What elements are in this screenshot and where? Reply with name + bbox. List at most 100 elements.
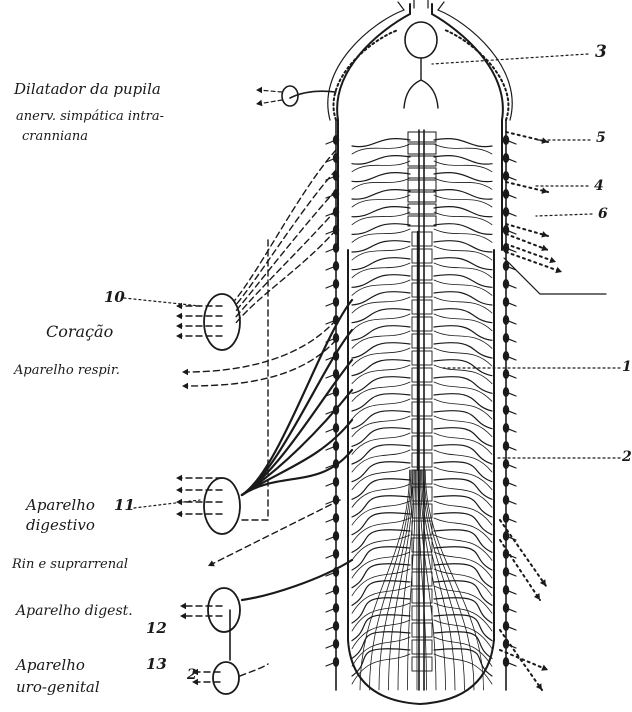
- thoracolumbar-vertebra: [412, 453, 432, 467]
- cranial-left-wall: [337, 4, 410, 120]
- dashed-renal-fiber: [212, 500, 340, 564]
- leader-upper-chain: [504, 258, 606, 294]
- cauda-equina-strand: [425, 470, 483, 690]
- thoracolumbar-vertebra: [412, 300, 432, 314]
- lower-right-arrow: [541, 665, 548, 671]
- respiratory-arrow: [182, 369, 188, 376]
- left-nerve-loop-2: [352, 399, 410, 419]
- left-nerve-loop: [352, 445, 410, 464]
- right-nerve-loop-2: [434, 178, 492, 189]
- label-number-13: 13: [146, 657, 167, 672]
- label-uro-genital: uro-genital: [16, 680, 100, 695]
- right-nerve-loop: [434, 343, 492, 358]
- cervical-vertebra: [408, 156, 436, 166]
- left-nerve-loop-2: [352, 144, 410, 154]
- right-dotted-fiber: [506, 244, 556, 262]
- cervical-vertebra: [408, 144, 436, 154]
- label-number-4: 4: [594, 179, 604, 193]
- digestive-output-arrow: [176, 475, 182, 482]
- label-number-5: 5: [596, 131, 606, 145]
- right-nerve-loop-2: [434, 552, 492, 578]
- right-nerve-loop-2: [434, 161, 492, 172]
- right-dotted-fiber: [506, 132, 548, 142]
- right-nerve-loop-2: [434, 382, 492, 401]
- dashed-visceral-fibers: [176, 150, 340, 685]
- thoracolumbar-vertebra: [412, 368, 432, 382]
- dashed-cardiac-fiber: [235, 150, 336, 300]
- label-number-1: 1: [622, 360, 632, 374]
- cervical-vertebra: [408, 132, 436, 142]
- prevertebral-ganglia: [204, 294, 240, 694]
- right-dotted-fiber: [506, 182, 548, 192]
- dashed-cardiac-fiber: [235, 210, 336, 318]
- left-nerve-loop-2: [352, 433, 410, 454]
- spinal-nerve-loops: [352, 139, 492, 690]
- dashed-respiratory-fiber: [186, 340, 336, 386]
- label-coracao: Coração: [46, 324, 113, 340]
- label-number-11: 11: [114, 498, 135, 513]
- cranial-chain-right: [445, 30, 508, 120]
- right-nerve-loop: [434, 292, 492, 305]
- left-nerve-loop: [352, 411, 410, 429]
- dashed-cardiac-fiber: [235, 170, 336, 306]
- right-nerve-loop-2: [434, 314, 492, 331]
- right-nerve-loop: [434, 428, 492, 447]
- cardiac-plexus-ganglion: [204, 294, 240, 350]
- right-nerve-loop-2: [434, 229, 492, 242]
- thoracolumbar-vertebra: [412, 606, 432, 620]
- right-nerve-loop-2: [434, 195, 492, 207]
- vertebrae-segments: [408, 132, 436, 671]
- label-aparelho-digest: Aparelho digest.: [16, 604, 133, 618]
- label-number-10: 10: [104, 290, 125, 305]
- thoracolumbar-vertebra: [412, 402, 432, 416]
- right-nerve-loop-2: [434, 144, 492, 154]
- left-nerve-loop-2: [352, 314, 410, 331]
- digest2-arrow: [180, 613, 186, 620]
- thoracolumbar-vertebra: [412, 249, 432, 263]
- right-nerve-loop-2: [434, 331, 492, 348]
- cardiac-output-arrow: [176, 333, 182, 340]
- left-nerve-loop: [352, 309, 410, 323]
- label-nerv-simpatica: anerv. simpática intra-: [16, 110, 164, 123]
- thoracolumbar-vertebra: [412, 623, 432, 637]
- left-nerve-loop-2: [352, 416, 410, 437]
- cervical-vertebra: [408, 204, 436, 214]
- right-nerve-loop-2: [434, 433, 492, 454]
- left-nerve-loop: [352, 156, 410, 164]
- left-nerve-loop: [352, 224, 410, 235]
- brainstem-fibers: [404, 58, 438, 108]
- cardiac-output-arrow: [176, 323, 182, 330]
- digestive-output-arrow: [176, 487, 182, 494]
- label-aparelho-uro: Aparelho: [16, 658, 85, 673]
- right-nerve-loop: [434, 241, 492, 252]
- right-nerve-loop-2: [434, 450, 492, 472]
- hypogastric-ganglion: [213, 662, 239, 694]
- thoracolumbar-vertebra: [412, 640, 432, 654]
- label-rin-suprarrenal: Rin e suprarrenal: [12, 558, 128, 571]
- left-nerve-loop: [352, 343, 410, 358]
- right-nerve-loop: [434, 411, 492, 429]
- left-nerve-loop: [352, 241, 410, 252]
- label-number-2-right: 2: [622, 450, 632, 464]
- cranial-chain-left: [333, 30, 398, 120]
- right-nerve-loop-2: [434, 212, 492, 225]
- left-nerve-loop-2: [352, 178, 410, 189]
- left-nerve-loop-2: [352, 331, 410, 348]
- leader-3: [432, 54, 588, 64]
- thoracolumbar-vertebra: [412, 266, 432, 280]
- thoracolumbar-vertebra: [412, 317, 432, 331]
- cervical-vertebra: [408, 180, 436, 190]
- label-number-3: 3: [595, 44, 607, 61]
- right-nerve-loop: [434, 632, 492, 659]
- right-nerve-loop: [434, 156, 492, 164]
- right-nerve-loop: [434, 275, 492, 288]
- left-nerve-loop-2: [352, 195, 410, 207]
- right-nerve-loop-2: [434, 467, 492, 490]
- left-nerve-loop-2: [352, 229, 410, 242]
- right-nerve-loop: [434, 581, 492, 606]
- right-fiber-arrow: [541, 187, 548, 193]
- label-aparelho-digestivo-2: digestivo: [26, 518, 95, 533]
- left-nerve-loop-2: [352, 212, 410, 225]
- right-nerve-loop: [434, 224, 492, 235]
